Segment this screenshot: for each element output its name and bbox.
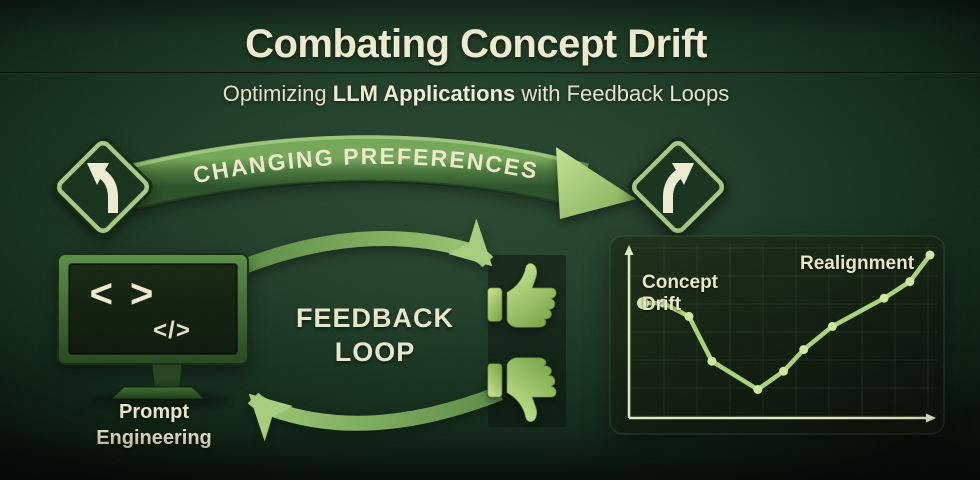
title-divider [0, 72, 980, 74]
prompt-engineering-label: Prompt Engineering [96, 401, 212, 449]
realignment-label: Realignment [800, 253, 915, 274]
code-brackets-text: < > [89, 272, 157, 316]
page-title: Combating Concept Drift [245, 22, 707, 66]
page-subtitle: Optimizing LLM Applications with Feedbac… [0, 81, 952, 107]
feedback-loop-label: FEEDBACK LOOP [291, 301, 459, 369]
code-slash-text: </> [153, 317, 191, 344]
subtitle-bold: LLM Applications [332, 81, 516, 106]
feedback-loop-label-line2: LOOP [334, 337, 416, 367]
subtitle-prefix: Optimizing [222, 81, 333, 106]
feedback-loop-label-line1: FEEDBACK [295, 303, 454, 333]
subtitle-suffix: with Feedback Loops [515, 81, 730, 106]
concept-drift-label: Concept Drift [642, 272, 718, 315]
